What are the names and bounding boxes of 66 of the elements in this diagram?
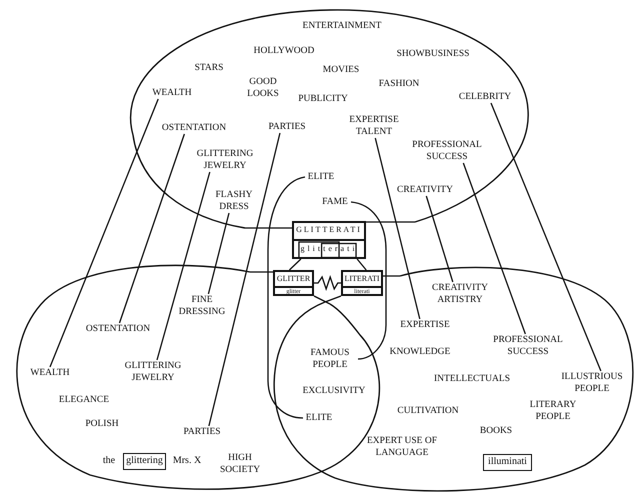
term-text: MOVIES [322,64,360,76]
boxed-word: illuminati [483,454,532,471]
term-text: STARS [194,62,224,74]
term-text: HIGH SOCIETY [218,452,262,476]
connector-line [462,162,526,334]
term-text: ELITE [305,171,337,183]
outline-tail [249,271,331,305]
term-text: HOLLYWOOD [252,45,316,57]
connector-line [49,98,159,368]
term-text: FAME [319,196,351,208]
term-text: EXCLUSIVITY [302,385,366,397]
term-box [341,270,383,296]
connector-line [426,196,454,282]
term-text: POLISH [84,418,120,430]
term-text: PROFESSIONAL SUCCESS [484,334,572,358]
term-text: CREATIVITY [392,184,458,196]
beside-text: Mrs. X [172,455,202,467]
connector-line [208,132,281,426]
term-text: EXPERT USE OF LANGUAGE [366,435,438,459]
connector-line [288,258,302,270]
zigzag-connector [314,274,341,292]
term-text: OSTENTATION [81,323,155,335]
term-text: FINE DRESSING [170,294,234,318]
connector-line [156,172,210,360]
term-heading: LITERATI [343,273,381,285]
term-text: CELEBRITY [455,91,515,103]
term-text: EXPERTISE TALENT [342,114,406,138]
term-text: OSTENTATION [157,122,231,134]
term-text: CREATIVITY ARTISTRY [420,282,500,306]
connector-line [374,138,420,320]
term-text: ENTERTAINMENT [302,20,382,32]
term-text: WEALTH [27,367,73,379]
term-box [273,270,314,296]
term-text: PUBLICITY [297,93,349,105]
outline-tail [244,221,416,229]
connector-line [350,201,387,360]
connector-line [208,212,230,294]
connector-line [118,134,185,324]
term-text: ELITE [303,412,335,424]
term-text: ELEGANCE [58,394,110,406]
term-text: INTELLECTUALS [433,373,511,385]
term-text: PROFESSIONAL SUCCESS [404,139,490,163]
term-text: SHOWBUSINESS [396,48,470,60]
term-text: GOOD LOOKS [246,76,280,100]
term-heading: GLITTERATI [295,224,363,236]
term-text: ILLUSTRIOUS PEOPLE [555,371,629,395]
connector-line [267,176,306,419]
beside-text: the [102,455,116,467]
connector-line [490,102,602,372]
term-text: PARTIES [179,426,225,438]
term-text: EXPERTISE [396,319,454,331]
term-text: CULTIVATION [396,405,460,417]
outline-tail [324,275,401,303]
term-text: LITERARY PEOPLE [528,399,578,423]
term-text: KNOWLEDGE [388,346,452,358]
term-text: FLASHY DRESS [209,189,259,213]
term-text: PARTIES [265,121,309,133]
connector-line [356,258,367,270]
term-text: FASHION [378,78,420,90]
boxed-word: glittering [123,453,166,470]
term-text: FAMOUS PEOPLE [302,347,358,371]
term-text: GLITTERING JEWELRY [113,360,193,384]
term-text: WEALTH [149,87,195,99]
term-heading: GLITTER [276,273,312,285]
term-text: GLITTERING JEWELRY [187,148,263,172]
term-text: BOOKS [478,425,514,437]
